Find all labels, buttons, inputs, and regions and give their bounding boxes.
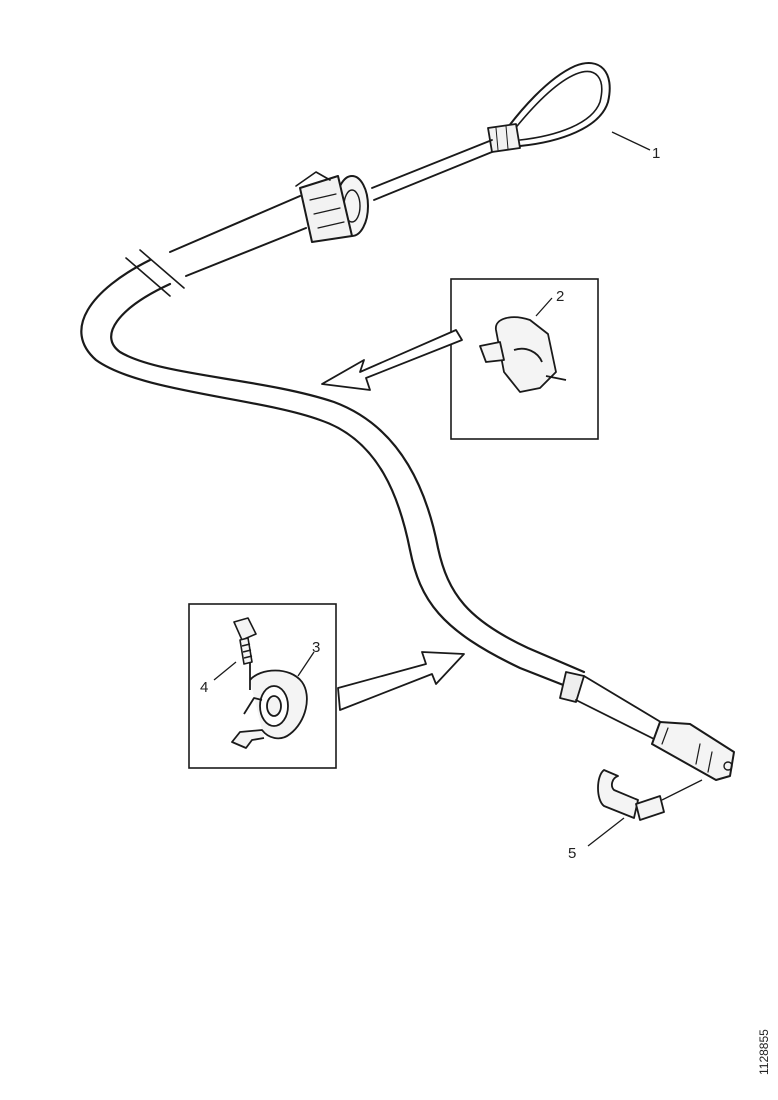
detail-box-clip: 2 (450, 278, 599, 440)
cable-adjuster (295, 171, 369, 243)
screw-part (233, 617, 257, 665)
callout-3: 3 (312, 639, 320, 656)
pointer-arrow-clip (321, 329, 463, 391)
callout-1: 1 (652, 145, 660, 162)
callout-4: 4 (200, 679, 208, 696)
end-clip-part (597, 769, 703, 821)
bracket-part (231, 662, 308, 749)
cable-end-fitting (651, 721, 735, 781)
cable-sleeve (559, 671, 585, 703)
reference-number: 1128855 (757, 1029, 771, 1075)
detail-box-bracket: 3 4 (188, 603, 337, 769)
clip-part (479, 316, 567, 393)
cable-assembly (80, 62, 735, 781)
break-mark (125, 249, 185, 297)
pointer-arrow-bracket (337, 651, 465, 711)
callout-2: 2 (556, 288, 564, 305)
cable-loop (487, 62, 611, 153)
callout-5: 5 (568, 845, 576, 862)
